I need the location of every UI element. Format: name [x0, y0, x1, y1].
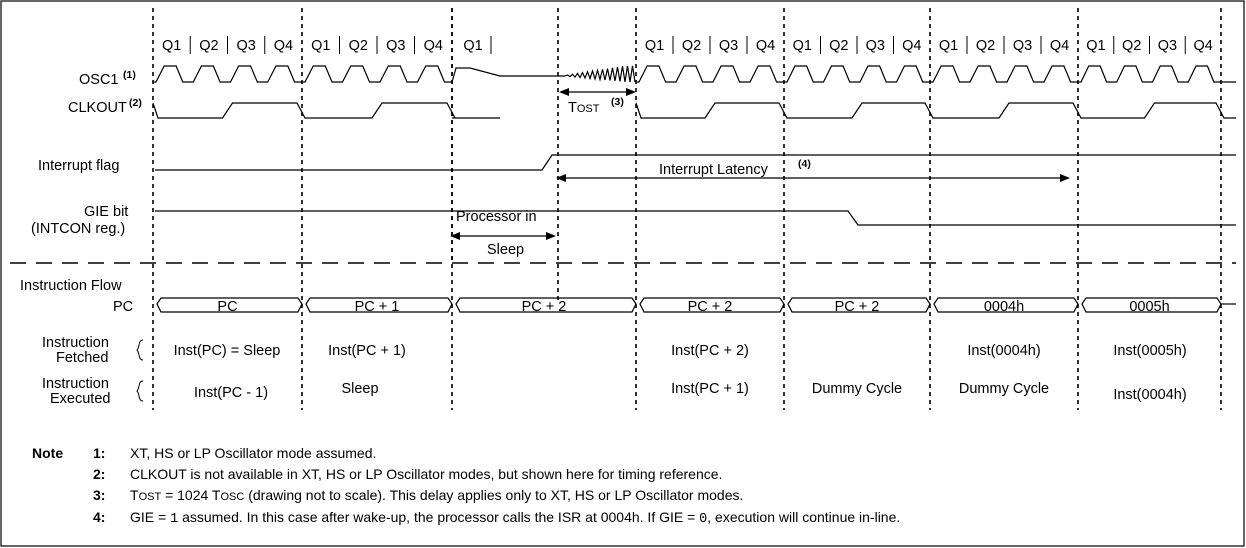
q-phase-label: Q4: [274, 38, 293, 54]
q-phase-label: Q3: [386, 38, 405, 54]
note-2-text: CLKOUT is not available in XT, HS or LP …: [130, 466, 722, 482]
q-phase-label: Q3: [866, 38, 885, 54]
pc-bus-segment: [787, 297, 931, 313]
pc-bus-segment: [933, 297, 1079, 313]
executed-instruction: Dummy Cycle: [812, 381, 902, 397]
q-phase-label: Q1: [793, 38, 812, 54]
pc-value: PC + 2: [522, 299, 567, 315]
pc-values: PC PC + 1 PC + 2 PC + 2 PC + 2 0004h 0005h: [217, 299, 1169, 315]
cycle-separators: [152, 8, 1222, 410]
pc-value: 0004h: [984, 299, 1024, 315]
q-phase-label: Q1: [645, 38, 664, 54]
executed-instruction: Dummy Cycle: [959, 381, 1049, 397]
note-4-text: GIE = 1 assumed. In this case after wake…: [130, 509, 900, 527]
sleep-arrow: [450, 232, 556, 240]
processor-sleep-line1: Processor in: [456, 209, 537, 225]
clkout-waveform: [152, 102, 1236, 119]
fetched-instruction: Inst(0005h): [1113, 343, 1186, 359]
osc1-note-ref: (1): [123, 69, 136, 81]
q-phase-label: Q1: [1086, 38, 1105, 54]
q-phase-label: Q1: [939, 38, 958, 54]
q-phase-label: Q4: [1050, 38, 1069, 54]
tost-label: TOST: [568, 100, 600, 116]
interrupt-latency-label: Interrupt Latency: [659, 162, 769, 178]
pc-bus-segment: [639, 297, 785, 313]
note-3-num: 3:: [93, 487, 105, 503]
tost-note-ref: (3): [611, 96, 624, 108]
q-phase-labels: Q1 Q2 Q3 Q4 Q1 Q2 Q3 Q4 Q1 Q2 Q3 Q4 Q1 Q2 Q3 Q4 Q1 Q2 Q3 Q4…: [162, 36, 1213, 54]
q-phase-label: Q2: [682, 38, 701, 54]
q-phase-label: Q2: [829, 38, 848, 54]
note-4-num: 4:: [93, 509, 105, 525]
pc-bus: [156, 297, 1236, 313]
processor-sleep-line2: Sleep: [487, 242, 524, 258]
pc-value: PC: [217, 299, 237, 315]
note-1-num: 1:: [93, 445, 105, 461]
pc-bus-segment: [156, 297, 303, 313]
fetched-instruction: Inst(0004h): [967, 343, 1040, 359]
interrupt-latency-arrow: [556, 174, 1070, 182]
startup-oscillation: [564, 65, 636, 83]
osc1-waveform: [153, 65, 1236, 83]
q-phase-label: Q2: [349, 38, 368, 54]
gie-bit-label: GIE bit: [84, 204, 128, 220]
note-2-num: 2:: [93, 466, 105, 482]
fetched-label-2: Fetched: [56, 350, 108, 366]
executed-instruction: Inst(PC + 1): [671, 381, 749, 397]
q-phase-label: Q3: [719, 38, 738, 54]
note-3-text: TOST = 1024 TOSC (drawing not to scale).…: [130, 487, 743, 503]
pc-label: PC: [113, 299, 133, 315]
q-phase-label: Q4: [756, 38, 775, 54]
q-phase-label: Q3: [1158, 38, 1177, 54]
clkout-label: CLKOUT: [68, 100, 127, 116]
executed-row: Inst(PC - 1) Sleep Inst(PC + 1) Dummy Cycle…: [194, 381, 1187, 403]
q-phase-label: Q2: [1122, 38, 1141, 54]
q-phase-label: Q3: [236, 38, 255, 54]
tost-arrow: [559, 88, 636, 96]
executed-instruction: Sleep: [341, 381, 378, 397]
q-phase-label: Q4: [902, 38, 921, 54]
q-phase-label: Q1: [162, 38, 181, 54]
q-phase-label: Q1: [463, 38, 482, 54]
osc1-label: OSC1: [79, 72, 119, 88]
fetched-instruction: Inst(PC) = Sleep: [174, 343, 281, 359]
executed-instruction: Inst(0004h): [1113, 387, 1186, 403]
interrupt-latency-note-ref: (4): [798, 158, 811, 170]
executed-instruction: Inst(PC - 1): [194, 385, 268, 401]
interrupt-flag-waveform: [155, 154, 1236, 171]
pc-value: 0005h: [1129, 299, 1169, 315]
pc-bus-segment: [455, 297, 637, 313]
pc-value: PC + 1: [355, 299, 400, 315]
fetched-row: Inst(PC) = Sleep Inst(PC + 1) Inst(PC + 2)…: [174, 343, 1187, 359]
gie-waveform: [155, 210, 1236, 226]
executed-label-2: Executed: [50, 391, 110, 407]
fetched-brace: [136, 339, 144, 361]
instruction-flow-label: Instruction Flow: [20, 278, 122, 294]
interrupt-flag-label: Interrupt flag: [38, 158, 119, 174]
fetched-label-1: Instruction: [42, 335, 109, 351]
oscillator-startup-ramp: [564, 65, 636, 83]
note-1-text: XT, HS or LP Oscillator mode assumed.: [130, 445, 376, 461]
q-phase-label: Q4: [1193, 38, 1212, 54]
pc-value: PC + 2: [835, 299, 880, 315]
pc-value: PC + 2: [688, 299, 733, 315]
clkout-note-ref: (2): [129, 97, 142, 109]
fetched-instruction: Inst(PC + 1): [328, 343, 406, 359]
note-heading: Note: [32, 445, 63, 461]
fetched-instruction: Inst(PC + 2): [671, 343, 749, 359]
intcon-label: (INTCON reg.): [31, 221, 125, 237]
q-phase-label: Q4: [424, 38, 443, 54]
pc-bus-segment: [305, 297, 453, 313]
q-phase-label: Q2: [976, 38, 995, 54]
q-phase-label: Q3: [1013, 38, 1032, 54]
q-phase-label: Q2: [199, 38, 218, 54]
q-phase-label: Q1: [311, 38, 330, 54]
executed-label-1: Instruction: [42, 376, 109, 392]
executed-brace: [136, 380, 144, 402]
